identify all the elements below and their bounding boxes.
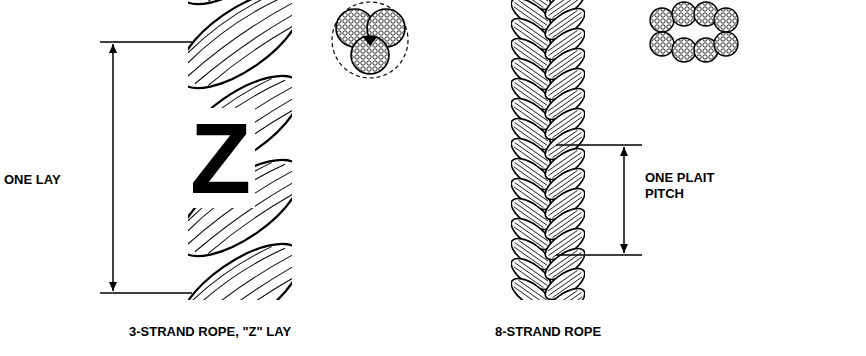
figure-caption: 3-STRAND ROPE, "Z" LAY <box>129 324 291 340</box>
dimension-label: ONE LAY <box>4 172 61 188</box>
pitch-dimension <box>556 145 642 255</box>
three-strand-section <box>332 2 408 78</box>
three-strand-rope <box>188 0 292 300</box>
lay-letter: Z <box>186 108 255 208</box>
dimension-label: ONE PLAIT PITCH <box>645 170 725 203</box>
lay-dimension <box>100 42 192 293</box>
eight-strand-section <box>650 2 738 62</box>
figure-caption: 8-STRAND ROPE <box>495 324 601 340</box>
